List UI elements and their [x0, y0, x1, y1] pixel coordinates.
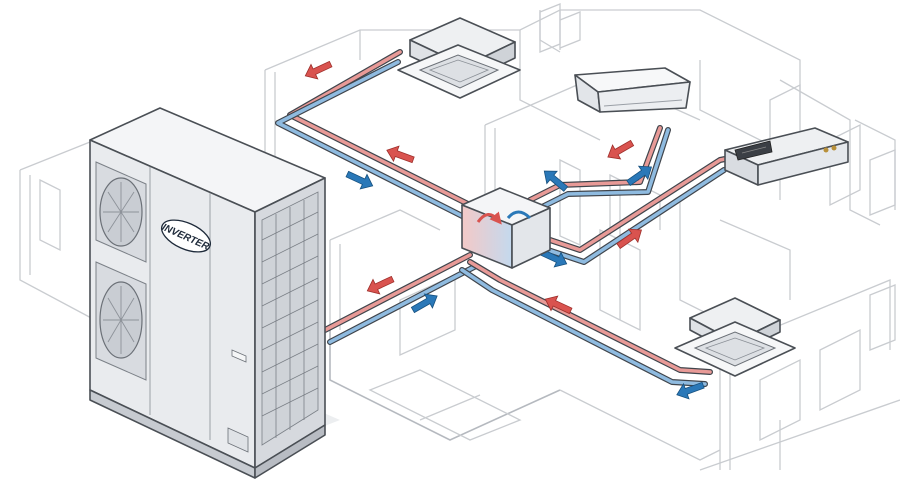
arrow-blue-icon: [676, 381, 705, 400]
arrow-red-icon: [607, 139, 635, 160]
arrow-red-icon: [366, 275, 395, 295]
fan-grille-upper-icon: [95, 161, 147, 263]
pipe-main-outdoor: [322, 252, 479, 345]
fan-grille-lower-icon: [95, 261, 147, 381]
arrow-blue-icon: [345, 170, 374, 190]
arrow-red-icon: [616, 228, 642, 250]
arrow-blue-icon: [626, 165, 652, 187]
outdoor-inverter-unit: INVERTER: [89, 107, 340, 479]
curved-arrow-red-icon: [476, 211, 502, 225]
arrow-blue-icon: [410, 293, 438, 314]
arrow-red-icon: [544, 295, 573, 315]
arrow-blue-icon: [543, 170, 569, 192]
branch-junction-box: [461, 187, 551, 269]
wall-split-unit: [574, 67, 691, 113]
arrow-red-icon: [386, 145, 415, 164]
ceiling-cassette-bottom: [674, 297, 796, 377]
curved-arrow-blue-icon: [506, 210, 532, 220]
pipe-wall-split: [527, 125, 671, 211]
ceiling-cassette-top: [397, 17, 521, 99]
pipe-bottom-cassette: [459, 259, 713, 387]
arrow-red-icon: [304, 60, 333, 80]
ducted-unit: [724, 127, 849, 186]
arrow-blue-icon: [539, 248, 568, 268]
pipe-top-cassette: [275, 49, 483, 225]
side-coil-grille: [261, 191, 319, 446]
flow-arrows: [304, 60, 705, 400]
